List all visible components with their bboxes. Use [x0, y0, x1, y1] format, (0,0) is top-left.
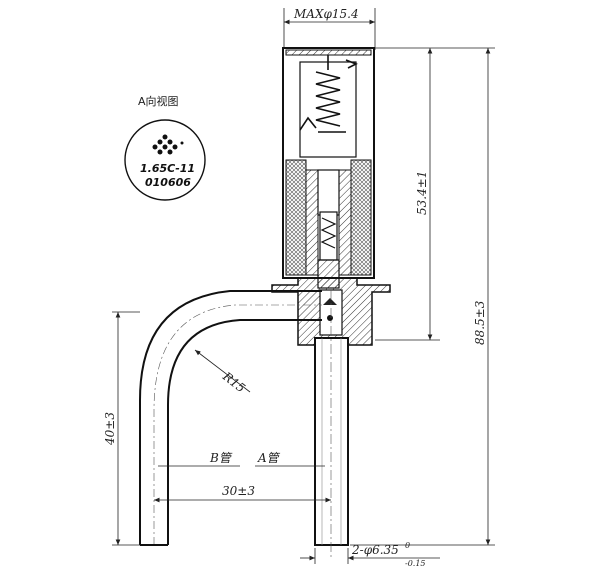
pipe-diameter-dimension: 2-φ6.35 0 -0.15	[300, 541, 440, 568]
stamp-line2: 010606	[145, 176, 191, 189]
stamp-line1: 1.65C-11	[140, 162, 195, 175]
pipe-b	[139, 290, 322, 546]
pipe-b-label: B管	[209, 451, 233, 465]
max-diameter-text: MAXφ15.4	[293, 7, 359, 21]
spring	[299, 55, 358, 133]
spacing-text: 30±3	[222, 484, 255, 498]
leg-height-text: 40±3	[103, 412, 117, 446]
pipe-dia-main-text: 2-φ6.35	[351, 543, 399, 557]
pipe-dia-tol-lower: -0.15	[405, 559, 426, 568]
view-label: A向视图	[138, 94, 179, 108]
pipe-dia-tol-upper: 0	[405, 541, 410, 550]
stamp: 1.65C-11 010606	[124, 119, 206, 201]
bend-radius-dimension: R15	[194, 349, 251, 396]
leg-height-dimension: 40±3	[103, 311, 140, 546]
coil-housing	[282, 47, 375, 279]
spacing-dimension: 30±3	[154, 484, 331, 503]
pipe-labels: B管 A管	[158, 451, 325, 467]
height-top-dimension: 53.4±1	[375, 47, 440, 341]
bend-radius-text: R15	[219, 369, 248, 396]
height-total-text: 88.5±3	[473, 300, 487, 345]
stamp-logo	[152, 134, 184, 155]
height-total-dimension: 88.5±3	[350, 47, 495, 546]
height-top-text: 53.4±1	[415, 171, 429, 215]
pipe-a	[314, 290, 349, 560]
max-diameter-dimension: MAXφ15.4	[283, 7, 376, 50]
plunger	[317, 169, 340, 289]
pipe-a-label: A管	[257, 451, 281, 465]
